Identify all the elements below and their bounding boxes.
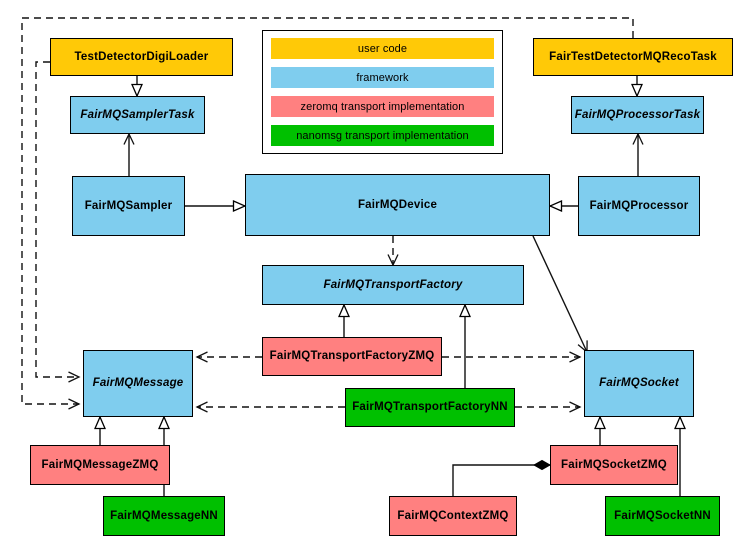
node-fairmqtransportfactorynn[interactable]: FairMQTransportFactoryNN xyxy=(345,388,515,427)
color-legend: user code framework zeromq transport imp… xyxy=(262,30,503,154)
node-label: FairMQTransportFactory xyxy=(323,278,463,291)
node-label: FairMQMessageNN xyxy=(110,509,218,522)
node-fairmqcontextzmq[interactable]: FairMQContextZMQ xyxy=(389,496,517,536)
node-fairmqprocessor[interactable]: FairMQProcessor xyxy=(578,176,700,236)
node-label: FairMQDevice xyxy=(357,198,438,211)
legend-item-label: nanomsg transport implementation xyxy=(296,129,469,142)
node-fairmqdevice[interactable]: FairMQDevice xyxy=(245,174,550,236)
node-fairmqtransportfactoryzmq[interactable]: FairMQTransportFactoryZMQ xyxy=(262,337,442,376)
node-fairmqsampler[interactable]: FairMQSampler xyxy=(72,176,185,236)
node-label: FairMQSocket xyxy=(599,377,679,390)
node-label: TestDetectorDigiLoader xyxy=(74,50,209,63)
legend-item-framework: framework xyxy=(271,67,494,88)
node-fairmqsocket[interactable]: FairMQSocket xyxy=(584,350,694,417)
node-fairmqsocketzmq[interactable]: FairMQSocketZMQ xyxy=(550,445,678,485)
legend-item-nanomsg: nanomsg transport implementation xyxy=(271,125,494,146)
legend-item-label: user code xyxy=(357,42,408,55)
node-fairmqtransportfactory[interactable]: FairMQTransportFactory xyxy=(262,265,524,305)
edge-assoc-device-socket xyxy=(532,235,588,354)
node-fairmqprocessortask[interactable]: FairMQProcessorTask xyxy=(571,96,704,134)
node-fairmqsamplertask[interactable]: FairMQSamplerTask xyxy=(70,96,205,134)
node-label: FairMQTransportFactoryZMQ xyxy=(269,350,435,363)
edge-comp-contextzmq-socketzmq xyxy=(452,465,550,496)
legend-item-user-code: user code xyxy=(271,38,494,59)
legend-item-label: framework xyxy=(356,71,409,84)
node-fairmqsocketnn[interactable]: FairMQSocketNN xyxy=(605,496,720,536)
node-label: FairMQProcessor xyxy=(589,199,689,212)
node-fairtestdetectormqrecotask[interactable]: FairTestDetectorMQRecoTask xyxy=(533,38,733,76)
node-label: FairTestDetectorMQRecoTask xyxy=(549,50,717,63)
node-fairmqmessagenn[interactable]: FairMQMessageNN xyxy=(103,496,225,536)
legend-item-zeromq: zeromq transport implementation xyxy=(271,96,494,117)
node-fairmqmessage[interactable]: FairMQMessage xyxy=(83,350,193,417)
node-label: FairMQContextZMQ xyxy=(397,509,509,522)
node-label: FairMQSocketNN xyxy=(614,509,711,522)
node-label: FairMQSocketZMQ xyxy=(561,458,667,471)
node-label: FairMQTransportFactoryNN xyxy=(352,401,508,414)
node-label: FairMQSamplerTask xyxy=(80,108,195,121)
node-label: FairMQProcessorTask xyxy=(574,108,701,121)
node-testdetectordigiloader[interactable]: TestDetectorDigiLoader xyxy=(50,38,233,76)
legend-item-label: zeromq transport implementation xyxy=(300,100,465,113)
node-label: FairMQMessage xyxy=(92,377,184,390)
node-label: FairMQMessageZMQ xyxy=(41,458,159,471)
node-label: FairMQSampler xyxy=(84,199,173,212)
node-fairmqmessagezmq[interactable]: FairMQMessageZMQ xyxy=(30,445,170,485)
